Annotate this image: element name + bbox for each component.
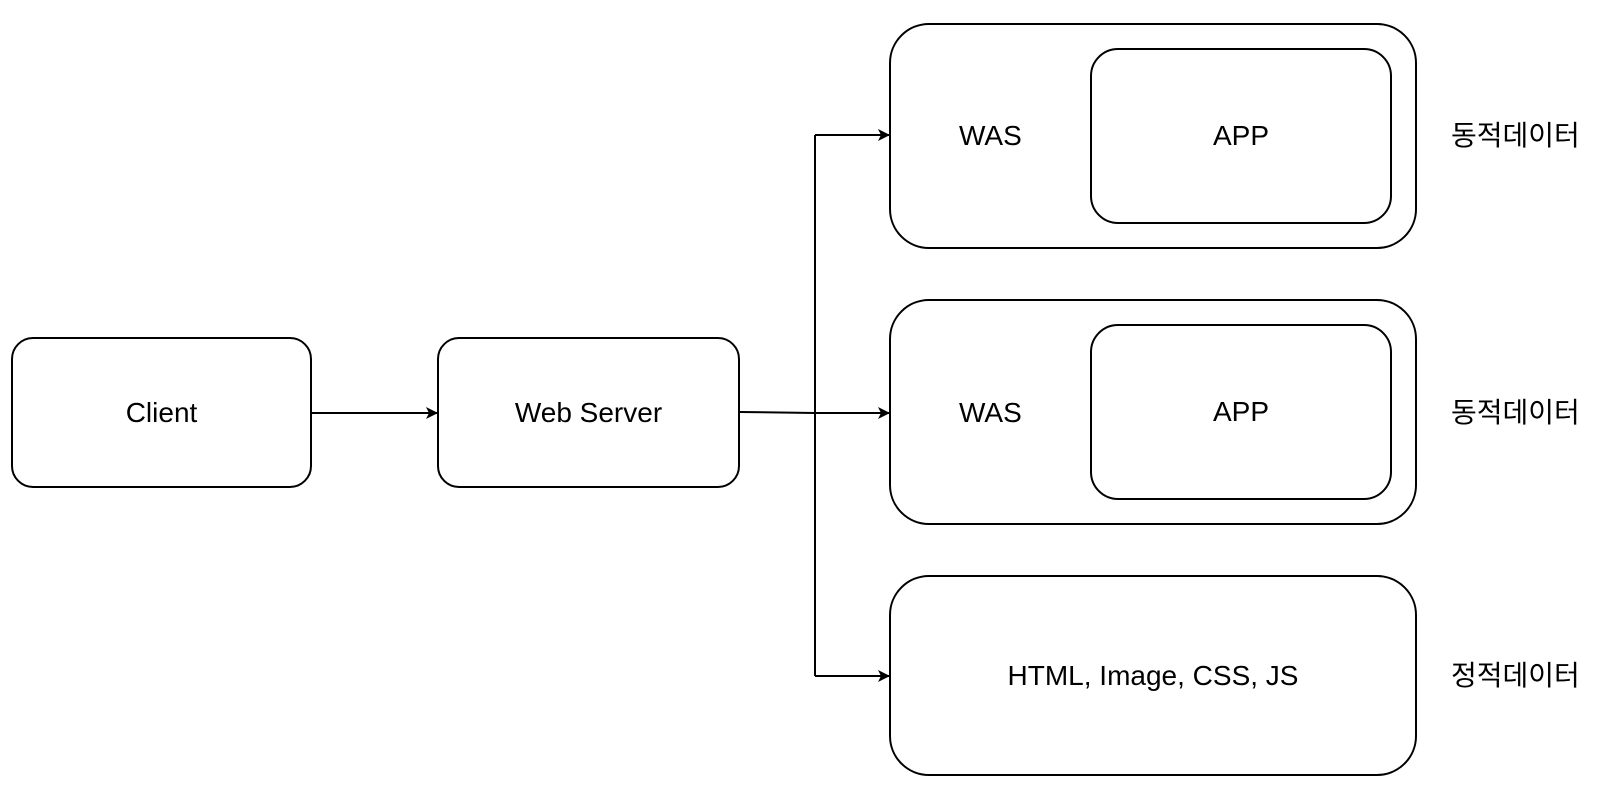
- app-label-1: APP: [1212, 120, 1270, 151]
- web-server-label: Web Server: [514, 396, 663, 428]
- client-node: Client: [11, 337, 312, 488]
- static-content-label: HTML, Image, CSS, JS: [1007, 659, 1299, 691]
- dynamic-data-label-2: 동적데이터: [1451, 397, 1580, 428]
- web-server-node: Web Server: [437, 337, 740, 488]
- app-label-2: APP: [1212, 396, 1270, 427]
- app-node-2: APP: [1090, 324, 1392, 500]
- line-webserver-to-trunk: [739, 411, 816, 414]
- static-content-node: HTML, Image, CSS, JS: [889, 575, 1417, 776]
- static-data-label: 정적데이터: [1451, 660, 1580, 691]
- was-label-1: WAS: [959, 120, 1022, 151]
- was-label-2: WAS: [959, 397, 1022, 428]
- app-node-1: APP: [1090, 48, 1392, 224]
- client-label: Client: [125, 396, 198, 428]
- dynamic-data-label-1: 동적데이터: [1451, 120, 1580, 151]
